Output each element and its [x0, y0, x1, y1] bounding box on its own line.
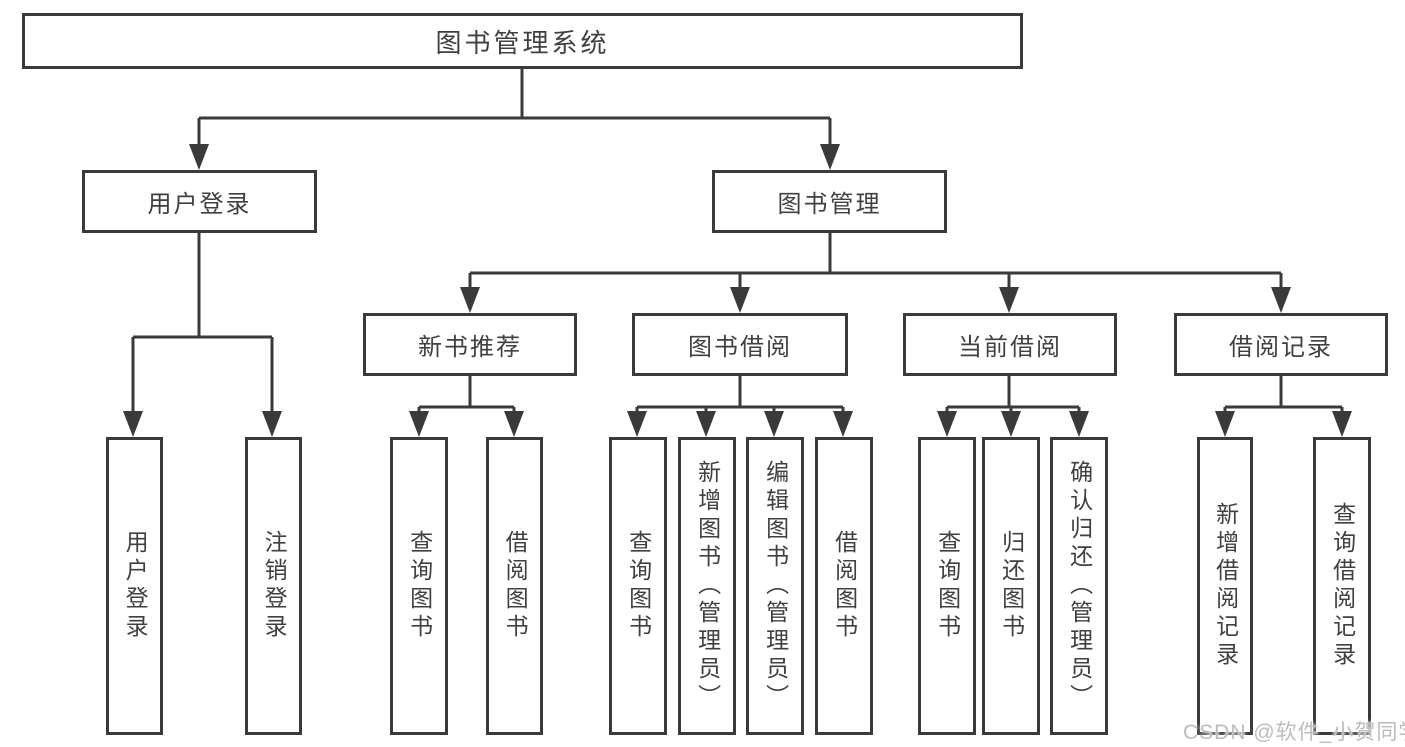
leaf-query-books-current: 查询图书: [918, 437, 976, 735]
node-user-login: 用户登录: [82, 170, 317, 233]
csdn-watermark: CSDN @软件_小贺同学: [1183, 721, 1405, 744]
leaf-query-books-recommend: 查询图书: [390, 437, 448, 735]
leaf-confirm-return-admin: 确认归还（管理员）: [1050, 437, 1108, 735]
leaf-query-borrow-record: 查询借阅记录: [1313, 437, 1371, 735]
leaf-return-books: 归还图书: [982, 437, 1040, 735]
node-book-borrowing: 图书借阅: [632, 313, 848, 376]
leaf-logout: 注销登录: [245, 437, 302, 735]
node-library-management-system: 图书管理系统: [22, 13, 1023, 69]
node-borrowing-records: 借阅记录: [1174, 313, 1388, 376]
leaf-add-books-admin: 新增图书（管理员）: [678, 437, 736, 735]
node-current-borrowing: 当前借阅: [903, 313, 1117, 376]
leaf-edit-books-admin: 编辑图书（管理员）: [746, 437, 804, 735]
node-book-management: 图书管理: [712, 170, 947, 233]
leaf-borrow-books-recommend: 借阅图书: [486, 437, 543, 735]
leaf-add-borrow-record: 新增借阅记录: [1197, 437, 1253, 735]
node-new-book-recommend: 新书推荐: [363, 313, 577, 376]
leaf-user-login: 用户登录: [106, 437, 163, 735]
leaf-query-books-borrowing: 查询图书: [609, 437, 667, 735]
leaf-borrow-books-borrowing: 借阅图书: [815, 437, 873, 735]
